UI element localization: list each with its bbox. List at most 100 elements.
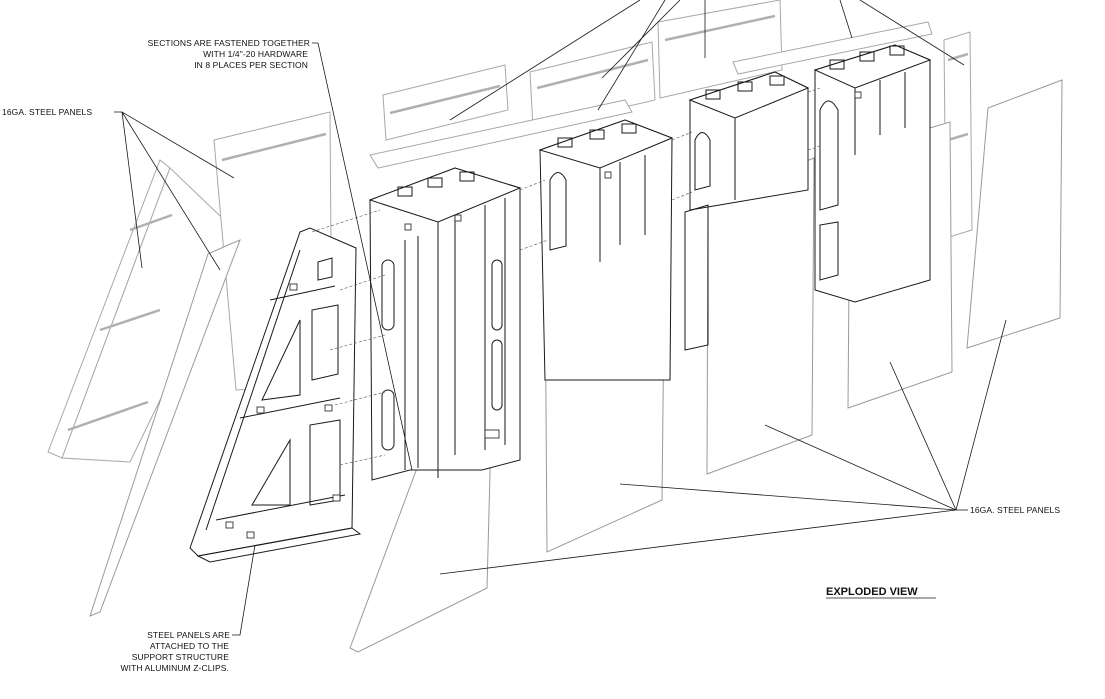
ghost-slot: [389, 84, 501, 115]
leader-right-panels: [764, 424, 957, 511]
steel-panel-left-tilted: [89, 239, 241, 617]
frame-crossbar: [215, 494, 346, 521]
alignment-line: [311, 209, 381, 233]
section-3-opening: [769, 75, 785, 86]
section-3-opening: [737, 81, 753, 92]
section-1-opening: [459, 171, 475, 182]
alignment-line: [671, 191, 693, 201]
ghost-slot: [947, 132, 969, 142]
frame-cutout: [311, 304, 339, 381]
leader-right-panels: [619, 483, 957, 511]
section-1-slot: [491, 339, 503, 411]
leader-top: [601, 0, 681, 79]
callout-zclips-line4: WITH ALUMINUM Z-CLIPS.: [121, 663, 229, 673]
leader-top: [839, 0, 853, 39]
frame-cutout: [309, 419, 341, 506]
leader-zclips: [232, 544, 256, 636]
support-frame-base: [196, 527, 362, 563]
ghost-slot: [99, 308, 161, 332]
section-4-top: [813, 44, 932, 89]
frame-cutout: [317, 257, 333, 281]
alignment-line: [339, 454, 386, 466]
frame-crossbar: [269, 285, 336, 301]
frame-cutout: [251, 438, 291, 506]
frame-section-3: [684, 71, 810, 351]
callout-right-panels: 16GA. STEEL PANELS: [970, 505, 1060, 515]
alignment-line: [329, 334, 386, 351]
section-1-top: [368, 167, 522, 223]
alignment-line: [334, 391, 386, 406]
callout-labels: SECTIONS ARE FASTENED TOGETHER WITH 1/4"…: [2, 38, 1060, 673]
ghost-slot: [947, 52, 969, 62]
alignment-line: [807, 145, 821, 151]
section-1-opening: [397, 186, 413, 197]
z-clip: [225, 521, 234, 529]
alignment-line: [807, 87, 821, 93]
section-1-slot: [381, 389, 395, 451]
leader-left-panels: [121, 111, 221, 271]
leader-left-panels: [121, 111, 143, 269]
callout-fasteners-line2: WITH 1/4"-20 HARDWARE: [203, 49, 308, 59]
ghost-slot: [221, 132, 327, 162]
triangular-support-frame: [189, 227, 362, 563]
section-3-lower: [684, 204, 709, 351]
leader-right-panels: [955, 319, 1007, 511]
callout-zclips-line1: STEEL PANELS ARE: [147, 630, 230, 640]
section-4-slot: [819, 221, 839, 281]
section-4-opening: [889, 45, 905, 56]
ghost-slot: [536, 58, 649, 90]
frame-section-1: [368, 167, 522, 481]
section-1-slot: [491, 259, 503, 331]
alignment-line: [339, 274, 386, 291]
frame-section-2: [538, 119, 674, 381]
ghost-slot: [664, 14, 776, 42]
ghost-slot: [67, 400, 149, 432]
z-clip: [332, 494, 341, 502]
bolt: [854, 91, 862, 99]
assembly-alignment-lines: [311, 87, 821, 466]
section-2-arch: [549, 172, 567, 251]
bolt: [454, 214, 462, 222]
leader-top: [597, 0, 666, 111]
view-title: EXPLODED VIEW: [826, 586, 918, 598]
callout-fasteners-line1: SECTIONS ARE FASTENED TOGETHER: [148, 38, 310, 48]
section-3-top: [688, 71, 810, 119]
z-clip: [324, 404, 333, 412]
ghost-top-plate-1: [369, 99, 633, 169]
section-1-slot: [381, 259, 395, 331]
section-3-opening: [705, 89, 721, 100]
z-clip: [246, 531, 255, 539]
alignment-line: [519, 179, 546, 191]
leader-right-panels: [439, 509, 957, 575]
leader-right-panels: [889, 361, 957, 511]
ghost-back-panel-2: [382, 64, 509, 141]
section-2-opening: [589, 129, 605, 140]
section-2-opening: [621, 123, 637, 134]
section-4-opening: [829, 59, 845, 70]
leader-lines: [114, 0, 1007, 636]
steel-panel-front-3: [706, 157, 815, 475]
leader-top: [449, 0, 641, 121]
section-4-arch: [819, 100, 839, 211]
section-3-arch: [694, 132, 711, 191]
section-4-body: [814, 44, 931, 303]
callout-fasteners-line3: IN 8 PLACES PER SECTION: [194, 60, 308, 70]
z-clip: [289, 283, 298, 291]
frame-cutout: [261, 319, 301, 401]
bolt: [404, 223, 412, 231]
frame-crossbar: [239, 397, 341, 419]
section-4-opening: [859, 51, 875, 62]
steel-panel-far-right: [966, 79, 1063, 349]
leader-top: [859, 0, 965, 66]
section-1-opening: [427, 177, 443, 188]
callout-zclips-line2: ATTACHED TO THE: [150, 641, 229, 651]
callout-zclips-line3: SUPPORT STRUCTURE: [132, 652, 229, 662]
callout-left-panels: 16GA. STEEL PANELS: [2, 107, 92, 117]
bolt: [484, 429, 500, 439]
ghost-top-plate-2: [732, 21, 933, 75]
ghost-back-panel-4: [657, 0, 783, 99]
bolt: [604, 171, 612, 179]
leader-fasteners: [312, 42, 413, 471]
alignment-line: [671, 131, 693, 141]
